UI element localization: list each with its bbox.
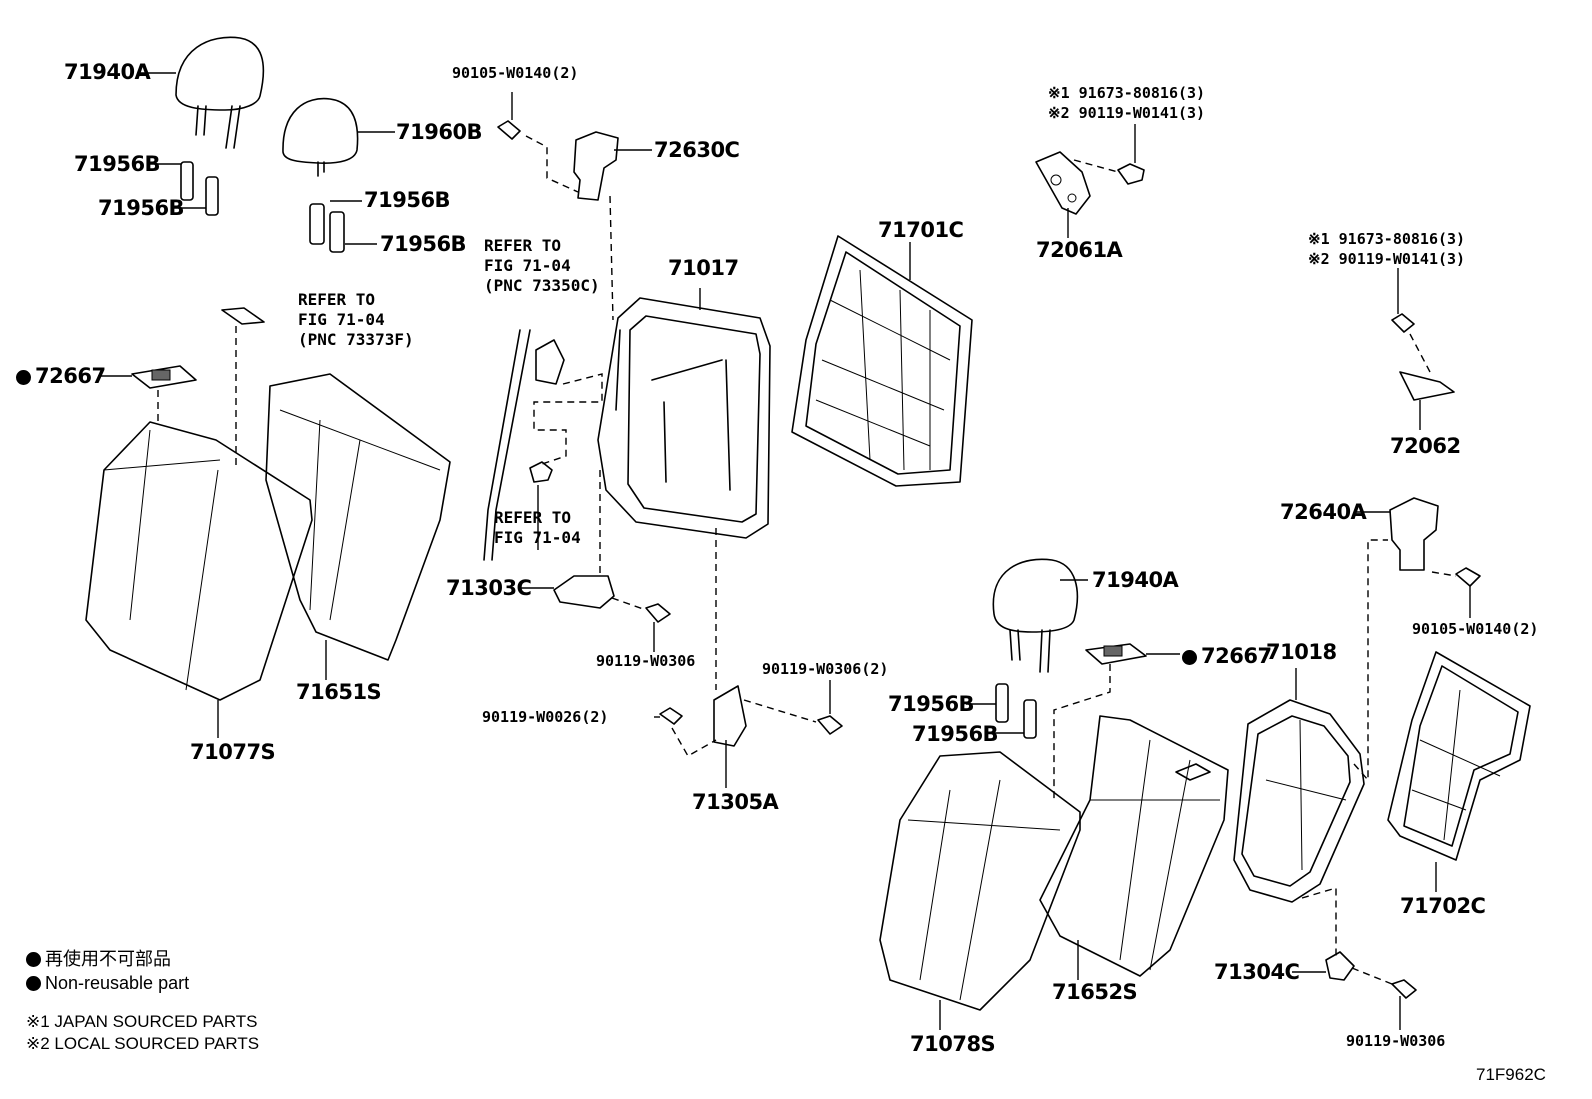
label-71018: 71018	[1266, 640, 1337, 664]
ref-73373f-line2: FIG 71-04	[298, 310, 385, 329]
ref-73373f-line3: (PNC 73373F)	[298, 330, 414, 349]
headrest-71940a-left	[140, 36, 265, 149]
figure-code: 71F962C	[1476, 1065, 1546, 1084]
label-72061a-note1: ※1 91673-80816(3)	[1048, 84, 1206, 102]
label-71017: 71017	[668, 256, 739, 280]
label-71956b-6: 71956B	[912, 722, 999, 746]
label-71078s: 71078S	[910, 1032, 996, 1056]
label-71652s: 71652S	[1052, 980, 1138, 1004]
label-71960b: 71960B	[396, 120, 483, 144]
legend-jp-text: 再使用不可部品	[45, 949, 171, 969]
headrest-guides-left	[150, 161, 377, 253]
label-90119-w0306-b: 90119-W0306	[1346, 1032, 1446, 1050]
ref-73350c-line3: (PNC 73350C)	[484, 276, 600, 295]
label-72667-left-text: 72667	[35, 364, 106, 388]
recliner-72640a	[1356, 497, 1481, 618]
hinge-71305a	[654, 528, 843, 788]
label-71956b-2: 71956B	[98, 196, 185, 220]
label-71304c: 71304C	[1214, 960, 1300, 984]
label-71305a: 71305A	[692, 790, 779, 814]
seatback-cover-71077s	[85, 307, 313, 738]
hinge-71304c	[1292, 951, 1417, 1030]
bracket-72062	[1391, 268, 1455, 430]
label-90119-w0026: 90119-W0026(2)	[482, 708, 609, 726]
belt-guide	[483, 329, 603, 561]
label-71940a-right: 71940A	[1092, 568, 1179, 592]
seatback-pad-71652s	[1039, 715, 1229, 980]
label-71956b-3: 71956B	[364, 188, 451, 212]
legend-en-text: Non-reusable part	[45, 973, 190, 993]
cap-72667-right	[1053, 643, 1180, 800]
seatback-frame-71018	[1233, 539, 1388, 960]
legend-jp: 再使用不可部品	[26, 950, 171, 968]
non-reusable-dot-icon	[26, 952, 41, 967]
label-71077s: 71077S	[190, 740, 276, 764]
ref-fig-line2: FIG 71-04	[494, 528, 581, 547]
headrest-71960b	[282, 97, 395, 177]
label-72062-note2: ※2 90119-W0141(3)	[1308, 250, 1466, 268]
legend-en: Non-reusable part	[26, 974, 189, 992]
non-reusable-dot-icon	[1182, 650, 1197, 665]
label-90119-w0306-2: 90119-W0306(2)	[762, 660, 889, 678]
label-72062: 72062	[1390, 434, 1461, 458]
seatback-pad-71651s	[265, 373, 451, 680]
label-72061a-note2: ※2 90119-W0141(3)	[1048, 104, 1206, 122]
label-71956b-1: 71956B	[74, 152, 161, 176]
seatback-cover-71078s	[879, 751, 1081, 1030]
label-90105-w0140-top: 90105-W0140(2)	[452, 64, 579, 82]
label-71651s: 71651S	[296, 680, 382, 704]
label-90119-w0306-a: 90119-W0306	[596, 652, 696, 670]
label-72630c: 72630C	[654, 138, 740, 162]
recliner-72630c	[497, 92, 652, 321]
hinge-71303c	[520, 470, 671, 652]
legend-note1: ※1 JAPAN SOURCED PARTS	[26, 1012, 258, 1031]
label-71702c: 71702C	[1400, 894, 1486, 918]
label-72061a: 72061A	[1036, 238, 1123, 262]
headrest-71940a-right	[992, 558, 1088, 673]
label-71956b-4: 71956B	[380, 232, 467, 256]
ref-73350c-line1: REFER TO	[484, 236, 562, 255]
headrest-guides-right	[966, 683, 1037, 739]
non-reusable-dot-icon	[26, 976, 41, 991]
label-72667-right: 72667	[1182, 646, 1272, 667]
ref-73373f-line1: REFER TO	[298, 290, 376, 309]
label-90105-w0140-right: 90105-W0140(2)	[1412, 620, 1539, 638]
label-72667-right-text: 72667	[1201, 644, 1272, 668]
label-71956b-5: 71956B	[888, 692, 975, 716]
ref-fig-line1: REFER TO	[494, 508, 572, 527]
non-reusable-dot-icon	[16, 370, 31, 385]
back-board-71702c	[1387, 651, 1531, 892]
label-71701c: 71701C	[878, 218, 964, 242]
label-71940a-left: 71940A	[64, 60, 151, 84]
ref-73350c-line2: FIG 71-04	[484, 256, 571, 275]
label-72667-left: 72667	[16, 366, 106, 387]
label-71303c: 71303C	[446, 576, 532, 600]
cap-72667-left	[98, 365, 197, 424]
label-72062-note1: ※1 91673-80816(3)	[1308, 230, 1466, 248]
legend-note2: ※2 LOCAL SOURCED PARTS	[26, 1034, 260, 1053]
label-72640a: 72640A	[1280, 500, 1367, 524]
bracket-72061a	[1035, 124, 1145, 238]
back-board-71701c	[791, 235, 973, 487]
seatback-frame-71017	[597, 288, 771, 539]
